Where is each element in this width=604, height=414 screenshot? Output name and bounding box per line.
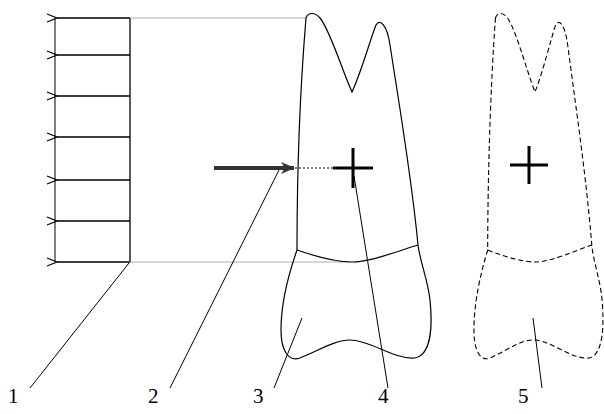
callout-number: 5 xyxy=(518,386,529,407)
distributed-load xyxy=(55,18,130,262)
projection-lines xyxy=(130,18,350,262)
callout-number: 3 xyxy=(253,386,264,407)
center-mark xyxy=(510,146,548,184)
center-mark xyxy=(333,148,373,188)
callout-number: 1 xyxy=(8,386,19,407)
force-arrow xyxy=(214,168,338,169)
leader-lines xyxy=(30,170,542,388)
displaced-tooth xyxy=(474,14,603,359)
callout-number: 4 xyxy=(378,386,389,407)
callout-number: 2 xyxy=(148,386,159,407)
